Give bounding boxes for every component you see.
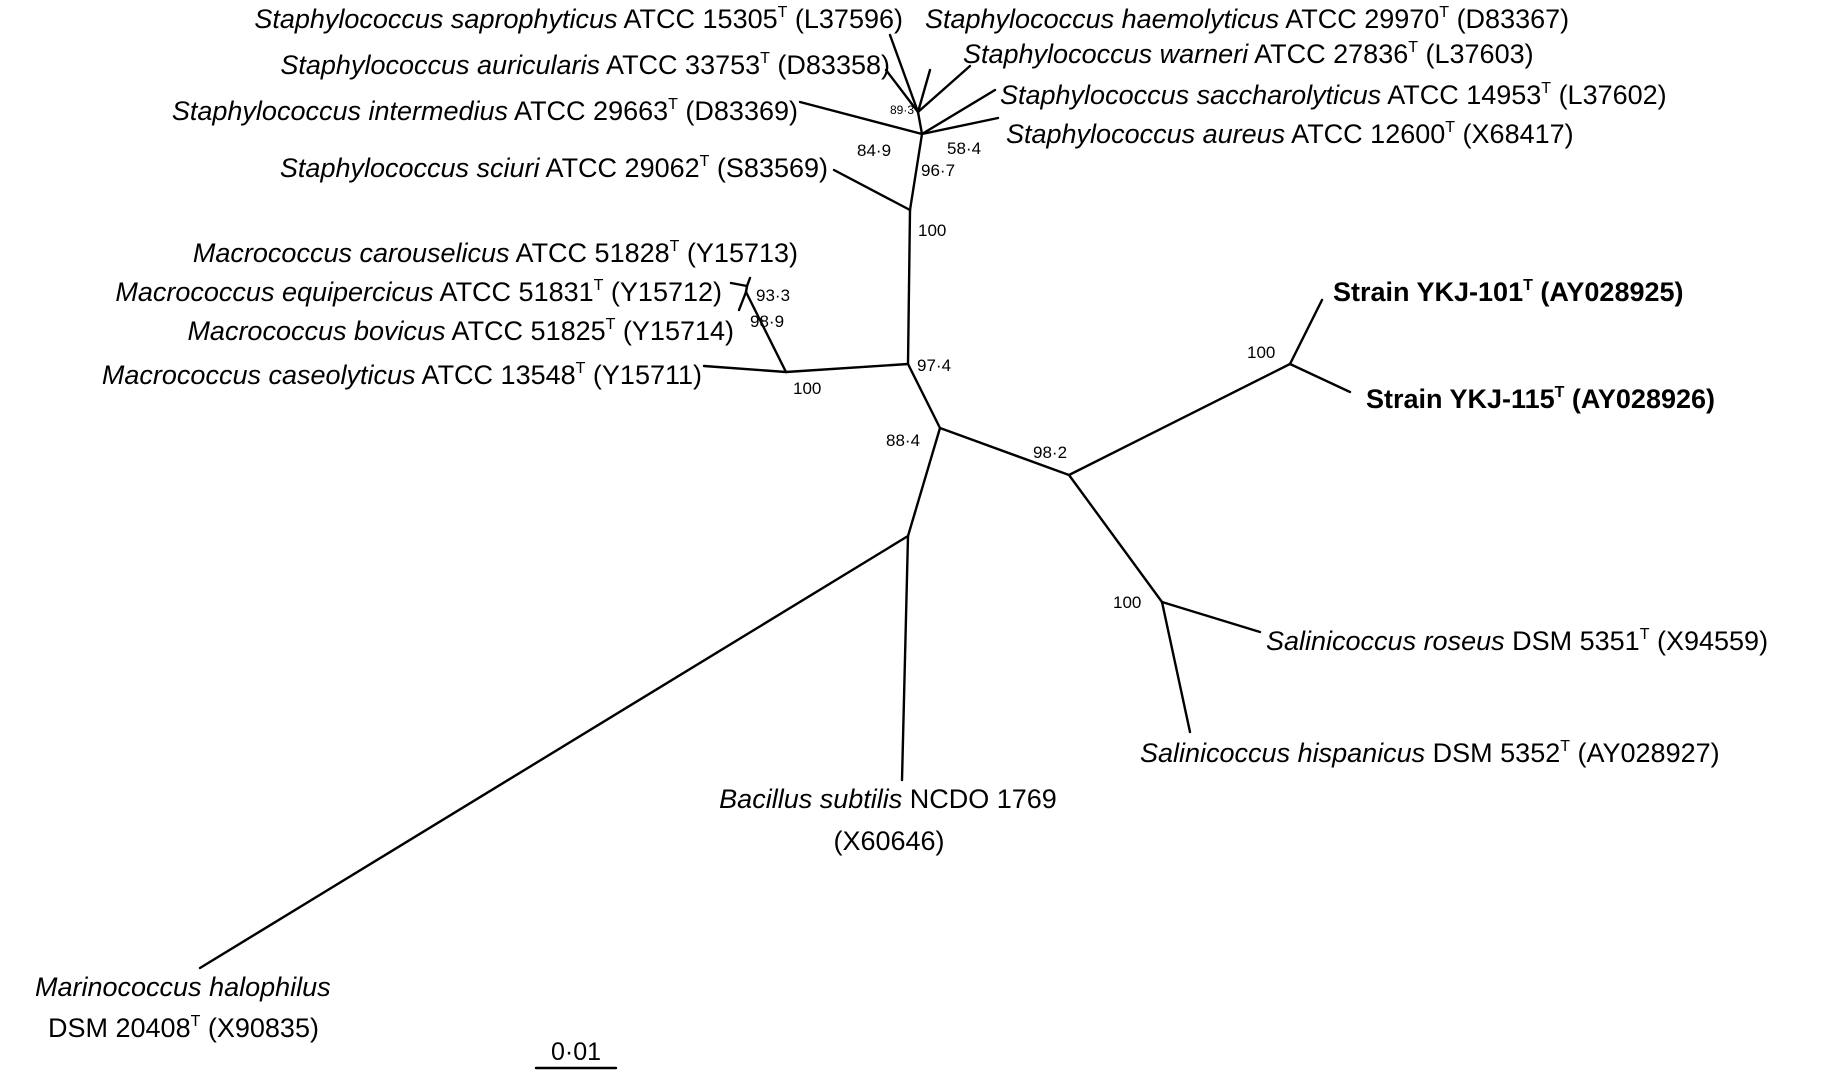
branch-salini-stem <box>1067 473 1164 604</box>
branch-carouselicus-tip <box>745 276 752 288</box>
scale-bar-label: 0·01 <box>551 1038 601 1066</box>
bootstrap-88-4: 88·4 <box>886 431 920 450</box>
taxon-label-bacillus: Bacillus subtilis NCDO 1769 <box>719 784 1057 814</box>
taxon-label-caseolyticus: Macrococcus caseolyticus ATCC 13548T (Y1… <box>102 360 702 390</box>
bootstrap-93-3: 93·3 <box>756 286 790 305</box>
taxon-label-marinococcus-strain: DSM 20408T (X90835) <box>48 1013 319 1043</box>
bootstrap-100-macro: 100 <box>793 379 821 398</box>
bootstrap-100-salini: 100 <box>1113 593 1141 612</box>
branch-staph-trunk <box>906 208 912 366</box>
branch-warneri <box>916 64 972 114</box>
bootstrap-58-4: 58·4 <box>947 139 981 158</box>
branch-hispanicus <box>1160 600 1192 734</box>
branch-backbone-lower <box>906 426 942 538</box>
taxon-label-bovicus: Macrococcus bovicus ATCC 51825T (Y15714) <box>187 316 734 346</box>
bootstrap-98-9: 98·9 <box>750 312 784 331</box>
branch-backbone-right <box>938 426 1071 477</box>
branch-aureus <box>920 116 1000 136</box>
taxon-label-ykj101: Strain YKJ-101T (AY028925) <box>1333 277 1684 307</box>
branch-roseus <box>1160 600 1262 634</box>
taxon-label-roseus: Salinicoccus roseus DSM 5351T (X94559) <box>1266 626 1768 656</box>
taxon-label-hispanicus: Salinicoccus hispanicus DSM 5352T (AY028… <box>1140 738 1720 768</box>
taxon-label-saccharolyticus: Staphylococcus saccharolyticus ATCC 1495… <box>1000 80 1667 110</box>
branch-intermedius <box>798 100 924 136</box>
branch-backbone-upper <box>906 362 942 430</box>
branch-staph-stem <box>908 132 924 212</box>
branch-marinococcus <box>198 534 910 970</box>
branch-saccharolyticus <box>920 88 997 136</box>
branch-saprophyticus <box>888 33 920 114</box>
branch-auricularis <box>884 68 920 114</box>
bootstrap-84-9: 84·9 <box>857 141 891 160</box>
branch-macro-inner <box>744 290 788 374</box>
branch-bovicus <box>737 290 748 312</box>
taxon-label-carouselicus: Macrococcus carouselicus ATCC 51828T (Y1… <box>193 238 798 268</box>
bootstrap-96-7: 96·7 <box>921 161 955 180</box>
taxon-label-ykj115: Strain YKJ-115T (AY028926) <box>1366 384 1715 414</box>
branch-ykj101 <box>1288 298 1324 366</box>
bootstrap-100-ykj: 100 <box>1247 343 1275 362</box>
taxon-label-sciuri: Staphylococcus sciuri ATCC 29062T (S8356… <box>280 153 828 183</box>
taxon-label-intermedius: Staphylococcus intermedius ATCC 29663T (… <box>172 96 798 126</box>
taxon-label-marinococcus: Marinococcus halophilus <box>35 972 331 1002</box>
bootstrap-98-2: 98·2 <box>1033 443 1067 462</box>
branch-bacillus <box>900 534 910 782</box>
branch-haemolyticus <box>916 68 932 114</box>
branch-ykj115 <box>1288 362 1352 394</box>
taxon-label-equipercicus: Macrococcus equipercicus ATCC 51831T (Y1… <box>115 277 722 307</box>
branch-sciuri <box>832 168 912 212</box>
branch-macro-stem <box>784 362 910 374</box>
taxon-label-warneri: Staphylococcus warneri ATCC 27836T (L376… <box>963 39 1534 69</box>
bootstrap-89-3: 89·3 <box>890 103 914 117</box>
taxon-label-auricularis: Staphylococcus auricularis ATCC 33753T (… <box>280 50 890 80</box>
tree-branches <box>198 33 1352 1070</box>
taxon-label-bacillus-accession: (X60646) <box>833 826 944 856</box>
branch-ykj-stem <box>1067 362 1292 477</box>
bootstrap-100-staph: 100 <box>918 221 946 240</box>
taxon-label-haemolyticus: Staphylococcus haemolyticus ATCC 29970T … <box>925 4 1569 34</box>
branch-equipercicus-tip <box>729 281 749 288</box>
branch-staph-inner <box>916 110 924 136</box>
bootstrap-97-4: 97·4 <box>917 356 951 375</box>
branch-caseolyticus <box>702 364 788 374</box>
taxon-label-saprophyticus: Staphylococcus saprophyticus ATCC 15305T… <box>254 4 903 34</box>
taxon-label-aureus: Staphylococcus aureus ATCC 12600T (X6841… <box>1006 119 1574 149</box>
